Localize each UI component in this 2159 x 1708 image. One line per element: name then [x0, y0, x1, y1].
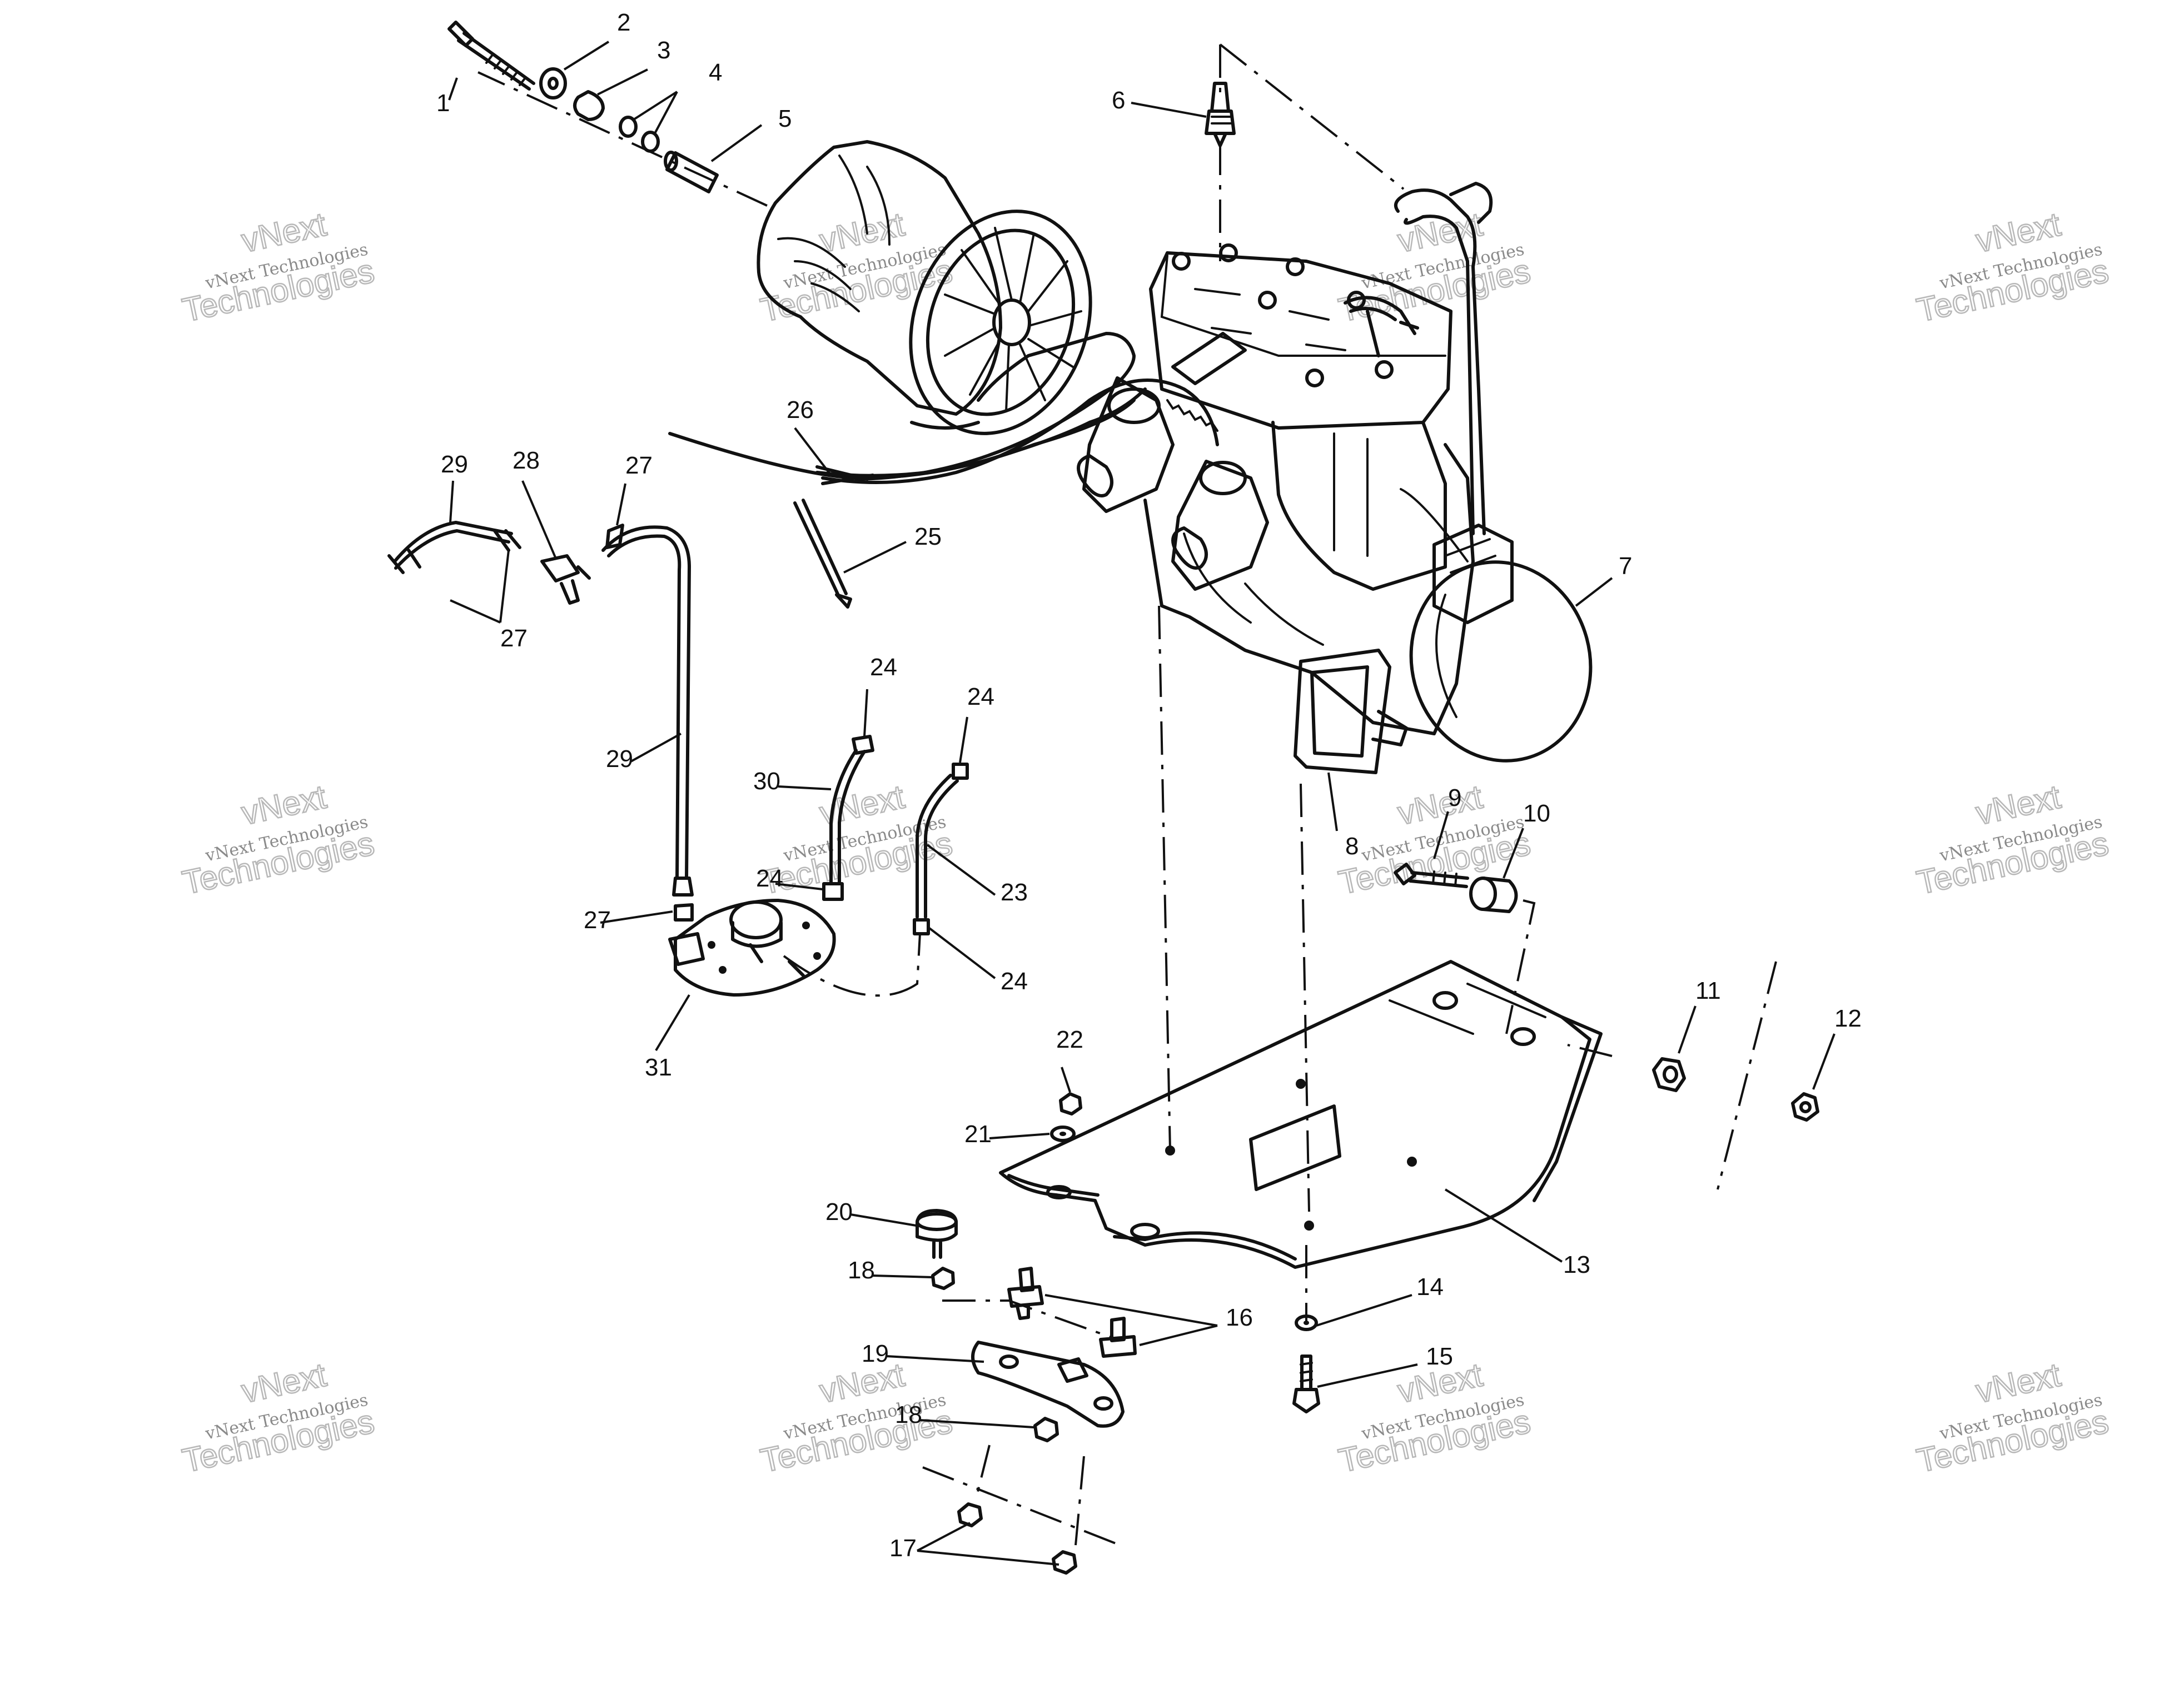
mount-part-16: [1007, 1267, 1137, 1358]
callout-label: 17: [889, 1535, 917, 1562]
fuel-line-part-29b: [601, 525, 694, 897]
fuel-valve-part-28: [540, 554, 591, 605]
spacer-part-5: [664, 151, 719, 193]
callout-label: 21: [964, 1121, 992, 1148]
clamp-part-27: [605, 524, 694, 922]
bracket-part-19: [971, 1341, 1125, 1428]
bolt-part-1: [447, 21, 535, 91]
spacer-part-10: [1469, 877, 1518, 913]
callout-label: 24: [870, 654, 897, 681]
bushing-part-3: [573, 90, 605, 121]
engine-plate-part-13: [999, 960, 1603, 1269]
callout-label: 5: [778, 105, 792, 132]
callout-label: 1: [436, 89, 450, 117]
watermark: vNext vNext Technologies Technologies: [178, 1355, 378, 1480]
watermark: vNext vNext Technologies Technologies: [178, 777, 378, 902]
callout-label: 24: [756, 865, 783, 892]
callout-label: 25: [914, 523, 942, 550]
callout-label: 26: [787, 396, 814, 424]
callout-label: 28: [513, 447, 540, 474]
nut-part-12: [1791, 1092, 1819, 1122]
callout-label: 31: [645, 1054, 672, 1081]
cable-tie-part-25: [793, 499, 852, 609]
callout-label: 23: [1001, 879, 1028, 906]
callout-label: 3: [657, 37, 670, 64]
engine-part-7: [1077, 182, 1593, 774]
watermark: vNext vNext Technologies Technologies: [757, 205, 956, 330]
washer-part-14: [1295, 1314, 1318, 1331]
watermark: vNext vNext Technologies Technologies: [757, 1355, 956, 1480]
callout-label: 19: [862, 1340, 889, 1367]
washer-part-21: [1050, 1126, 1076, 1142]
bumper-part-20: [916, 1209, 958, 1259]
callout-label: 8: [1345, 833, 1359, 860]
callout-label: 13: [1563, 1251, 1590, 1278]
watermark: vNext vNext Technologies Technologies: [1913, 1355, 2112, 1480]
callout-label: 29: [441, 451, 468, 478]
fuel-line-part-23: [913, 763, 969, 935]
callout-label: 24: [967, 683, 994, 710]
callout-label: 27: [584, 907, 611, 934]
watermark: vNext vNext Technologies Technologies: [1913, 205, 2112, 330]
nut-part-18: [931, 1267, 1059, 1442]
spark-plug-part-6: [1205, 82, 1236, 147]
callout-label: 29: [606, 745, 633, 773]
o-rings-part-4: [619, 116, 660, 153]
callout-label: 18: [895, 1401, 922, 1428]
callout-label: 18: [848, 1257, 875, 1284]
callout-label: 12: [1834, 1005, 1862, 1032]
nut-part-17: [957, 1502, 1077, 1575]
callout-label: 30: [753, 768, 780, 795]
watermark: vNext vNext Technologies Technologies: [1913, 777, 2112, 902]
clamp-part-24: [822, 882, 844, 901]
nut-part-11: [1652, 1057, 1686, 1092]
watermark: vNext vNext Technologies Technologies: [178, 205, 378, 330]
nut-part-22: [1059, 1092, 1082, 1116]
leader-lines: [448, 41, 1835, 1566]
callout-label: 22: [1056, 1026, 1083, 1053]
center-lines: [477, 43, 1777, 1546]
callout-label: 11: [1695, 977, 1721, 1004]
callout-label: 16: [1226, 1304, 1253, 1331]
callout-label: 10: [1523, 800, 1550, 827]
fan-housing: [757, 140, 1092, 435]
callout-label: 4: [709, 59, 722, 86]
washer-part-2: [539, 67, 567, 99]
callout-label: 15: [1426, 1343, 1453, 1370]
callout-labels: 1 2 3 4 5 6 7 8 9 10 11 12 13 14 15 16 1…: [436, 9, 1862, 1562]
callout-label: 27: [625, 452, 653, 479]
callout-label: 20: [825, 1198, 853, 1226]
fuel-line-part-29a: [387, 521, 521, 574]
callout-label: 27: [500, 625, 528, 652]
callout-label: 2: [617, 9, 630, 36]
callout-label: 7: [1619, 552, 1632, 580]
callout-label: 6: [1112, 87, 1125, 114]
callout-label: 24: [1001, 968, 1028, 995]
callout-label: 9: [1448, 784, 1461, 811]
bolt-part-15: [1292, 1355, 1320, 1413]
bolt-part-9: [1394, 863, 1469, 888]
callout-label: 14: [1416, 1273, 1444, 1301]
fuel-line-part-30: [829, 735, 874, 885]
fuel-pump-part-31: [668, 899, 836, 997]
throttle-cable-part-26: [668, 332, 1219, 485]
